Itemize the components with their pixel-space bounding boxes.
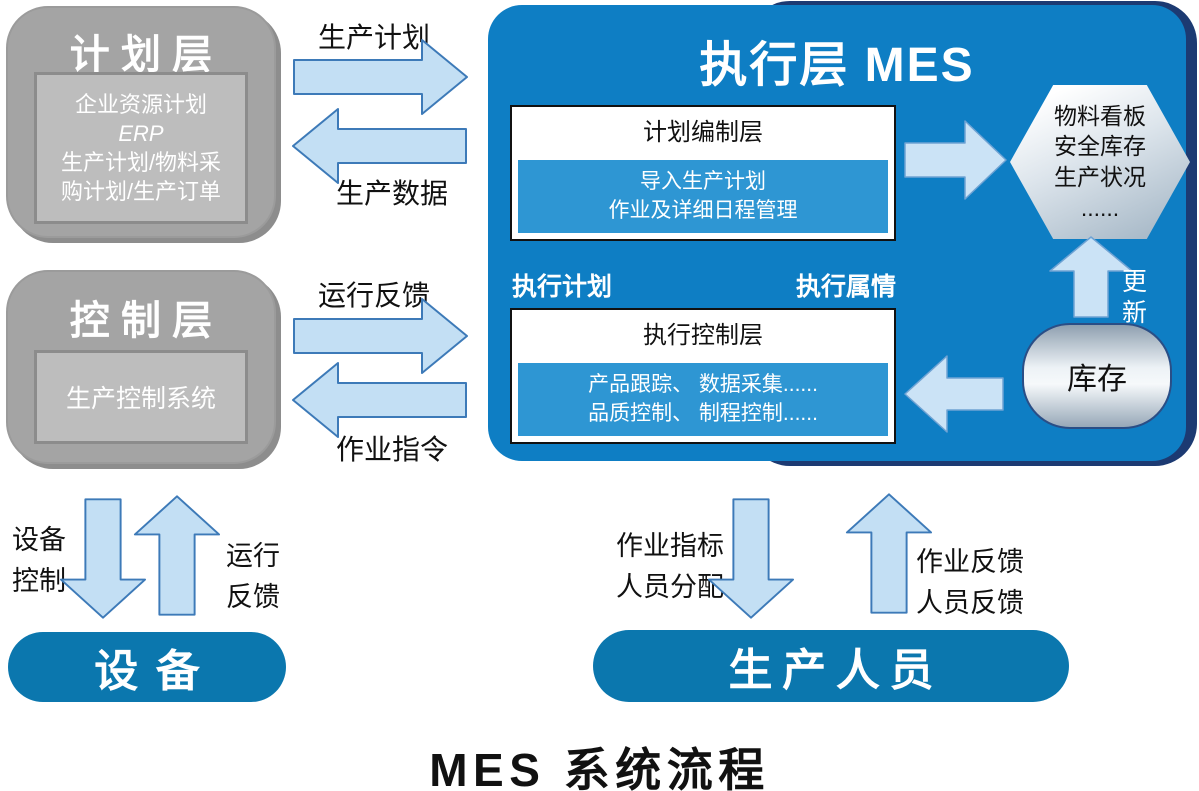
exec-control-box: 执行控制层 产品跟踪、 数据采集...... 品质控制、 制程控制......	[510, 308, 896, 444]
arrow-left-from-inventory	[904, 355, 1004, 433]
exec-control-detail: 产品跟踪、 数据采集...... 品质控制、 制程控制......	[518, 363, 888, 436]
plan-detail-line-1: 导入生产计划	[640, 169, 766, 193]
erp-line-1: 企业资源计划	[74, 91, 207, 117]
diagram-caption: MES 系统流程	[429, 744, 770, 791]
arrow-left-job-order	[292, 362, 467, 438]
arrow-up-update	[1049, 236, 1133, 318]
plan-compilation-detail: 导入生产计划 作业及详细日程管理	[518, 160, 888, 233]
arrow-right-to-kanban	[904, 120, 1007, 200]
erp-line-3: 生产计划/物料采	[60, 150, 222, 175]
staff-stadium: 生产人员	[593, 630, 1069, 702]
run-feedback-device-label: 运行 反馈	[226, 536, 280, 617]
planning-layer-title: 计划层	[69, 33, 224, 77]
inventory-shape: 库存	[1022, 323, 1172, 429]
device-control-line-1: 设备	[12, 525, 66, 555]
arrow-down-to-device	[59, 498, 147, 619]
run-feedback-line-1: 运行	[226, 541, 280, 571]
exec-plan-label: 执行计划	[512, 273, 613, 301]
arrow-right-production-plan	[293, 39, 468, 115]
control-layer-box: 控制层 生产控制系统	[6, 270, 276, 464]
staff-feedback-line-1: 作业反馈	[916, 547, 1024, 577]
device-stadium: 设备	[8, 632, 286, 702]
planning-layer-box: 计划层 企业资源计划 ERP 生产计划/物料采 购计划/生产订单	[6, 6, 276, 238]
kanban-line-3: 生产状况	[1054, 164, 1146, 190]
control-layer-title: 控制层	[69, 299, 224, 343]
kanban-line-1: 物料看板	[1054, 102, 1146, 129]
staff-feedback-label: 作业反馈 人员反馈	[916, 542, 1024, 623]
device-control-label: 设备 控制	[12, 520, 66, 601]
arrow-left-production-data	[292, 108, 467, 184]
staff-feedback-line-2: 人员反馈	[916, 587, 1024, 618]
erp-line-2: ERP	[118, 120, 164, 146]
exec-control-header: 执行控制层	[643, 322, 763, 349]
job-assign-label: 作业指标 人员分配	[616, 526, 724, 607]
arrow-down-to-staff	[707, 498, 795, 619]
production-data-flow-label: 生产数据	[336, 178, 449, 209]
mes-title: 执行层 MES	[699, 39, 975, 92]
job-order-flow-label: 作业指令	[336, 434, 449, 465]
run-feedback-flow-label: 运行反馈	[318, 280, 431, 311]
job-assign-line-2: 人员分配	[616, 571, 724, 602]
mes-execution-layer-box: 执行层 MES 计划编制层 导入生产计划 作业及详细日程管理 执行计划 执行属情…	[488, 1, 1197, 466]
update-label: 更新	[1122, 268, 1148, 328]
plan-compilation-header: 计划编制层	[643, 119, 763, 146]
job-assign-line-1: 作业指标	[616, 531, 724, 561]
production-plan-flow-label: 生产计划	[318, 22, 431, 53]
erp-line-4: 购计划/生产订单	[60, 179, 222, 205]
run-feedback-line-2: 反馈	[226, 581, 280, 612]
plan-compilation-box: 计划编制层 导入生产计划 作业及详细日程管理	[510, 105, 896, 241]
arrow-up-from-staff	[845, 493, 933, 614]
exec-detail-line-1: 产品跟踪、 数据采集......	[588, 372, 818, 396]
erp-content-box: 企业资源计划 ERP 生产计划/物料采 购计划/生产订单	[34, 72, 248, 224]
kanban-line-4: ......	[1080, 194, 1120, 221]
production-control-system-box: 生产控制系统	[34, 350, 248, 444]
device-control-line-2: 控制	[12, 565, 66, 596]
arrow-up-from-device	[133, 495, 221, 616]
plan-detail-line-2: 作业及详细日程管理	[608, 198, 798, 222]
arrow-right-run-feedback	[293, 298, 468, 374]
material-kanban-hexagon: 物料看板 安全库存 生产状况 ......	[1010, 85, 1190, 239]
kanban-line-2: 安全库存	[1054, 133, 1146, 160]
exec-detail-line-2: 品质控制、 制程控制......	[588, 401, 818, 425]
exec-status-label: 执行属情	[795, 273, 896, 301]
